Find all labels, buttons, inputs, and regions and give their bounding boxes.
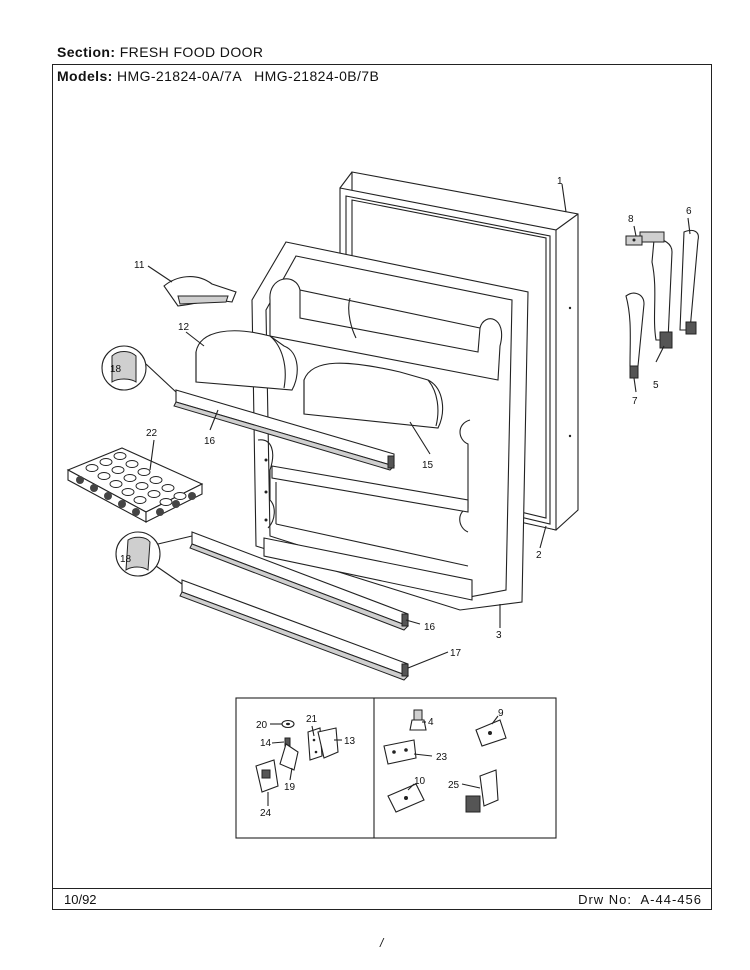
callout-5: 5: [653, 380, 659, 391]
callout-1: 1: [557, 176, 563, 187]
section-value: FRESH FOOD DOOR: [119, 44, 264, 60]
drawing-frame: [52, 64, 712, 910]
callout-4: 4: [428, 717, 434, 728]
lower-dairy-cover: [303, 362, 444, 429]
end-cap-detail-upper: [101, 345, 177, 393]
callout-16-lower: 16: [424, 622, 436, 633]
leader-lines: [147, 183, 691, 806]
callout-8: 8: [628, 214, 634, 225]
callout-24: 24: [260, 808, 272, 819]
section-label: Section:: [57, 44, 116, 60]
egg-tray: [66, 447, 204, 523]
callout-20: 20: [256, 720, 268, 731]
callout-19: 19: [284, 782, 296, 793]
callout-17: 17: [450, 648, 462, 659]
stray-mark: /: [380, 936, 384, 950]
models-heading: Models: HMG-21824-0A/7A HMG-21824-0B/7B: [57, 68, 379, 84]
hinge-strap-left: [625, 292, 645, 379]
bottom-shelf-bar: [179, 579, 409, 681]
upper-shelf-bar: [173, 389, 395, 471]
hinge-bracket-small: [625, 235, 643, 246]
callout-22: 22: [146, 428, 158, 439]
callout-18-lower: 18: [120, 554, 132, 565]
callout-13: 13: [344, 736, 356, 747]
callout-21: 21: [306, 714, 318, 725]
callout-18-upper: 18: [110, 364, 122, 375]
models-value: HMG-21824-0A/7A HMG-21824-0B/7B: [117, 68, 380, 84]
callout-11: 11: [134, 260, 145, 271]
hardware-detail-box: [235, 697, 557, 839]
callout-14: 14: [260, 738, 272, 749]
callout-7: 7: [632, 396, 638, 407]
callout-15: 15: [422, 460, 434, 471]
section-heading: Section: FRESH FOOD DOOR: [57, 44, 263, 60]
callout-2: 2: [536, 550, 542, 561]
callout-9: 9: [498, 708, 504, 719]
upper-dairy-cover: [195, 330, 298, 391]
end-cap-detail-lower: [115, 531, 193, 585]
callout-23: 23: [436, 752, 448, 763]
drawing-number: Drw No: A-44-456: [578, 892, 702, 907]
door-handle: [163, 276, 237, 307]
callout-25: 25: [448, 780, 460, 791]
callout-12: 12: [178, 322, 190, 333]
inner-door-liner: [251, 241, 529, 611]
callout-labels: 1 2 3 4 5 6 7 8 9 10 11 12 13 14 15 16 1…: [110, 176, 692, 819]
hinge-strap-right: [679, 229, 699, 335]
callout-6: 6: [686, 206, 692, 217]
revision-date: 10/92: [64, 892, 97, 907]
footer-divider: [52, 888, 712, 889]
callout-3: 3: [496, 630, 502, 641]
callout-16-upper: 16: [204, 436, 216, 447]
lower-shelf-bar: [189, 531, 409, 631]
callout-10: 10: [414, 776, 426, 787]
models-label: Models:: [57, 68, 113, 84]
hinge-strap-center: [639, 231, 673, 349]
